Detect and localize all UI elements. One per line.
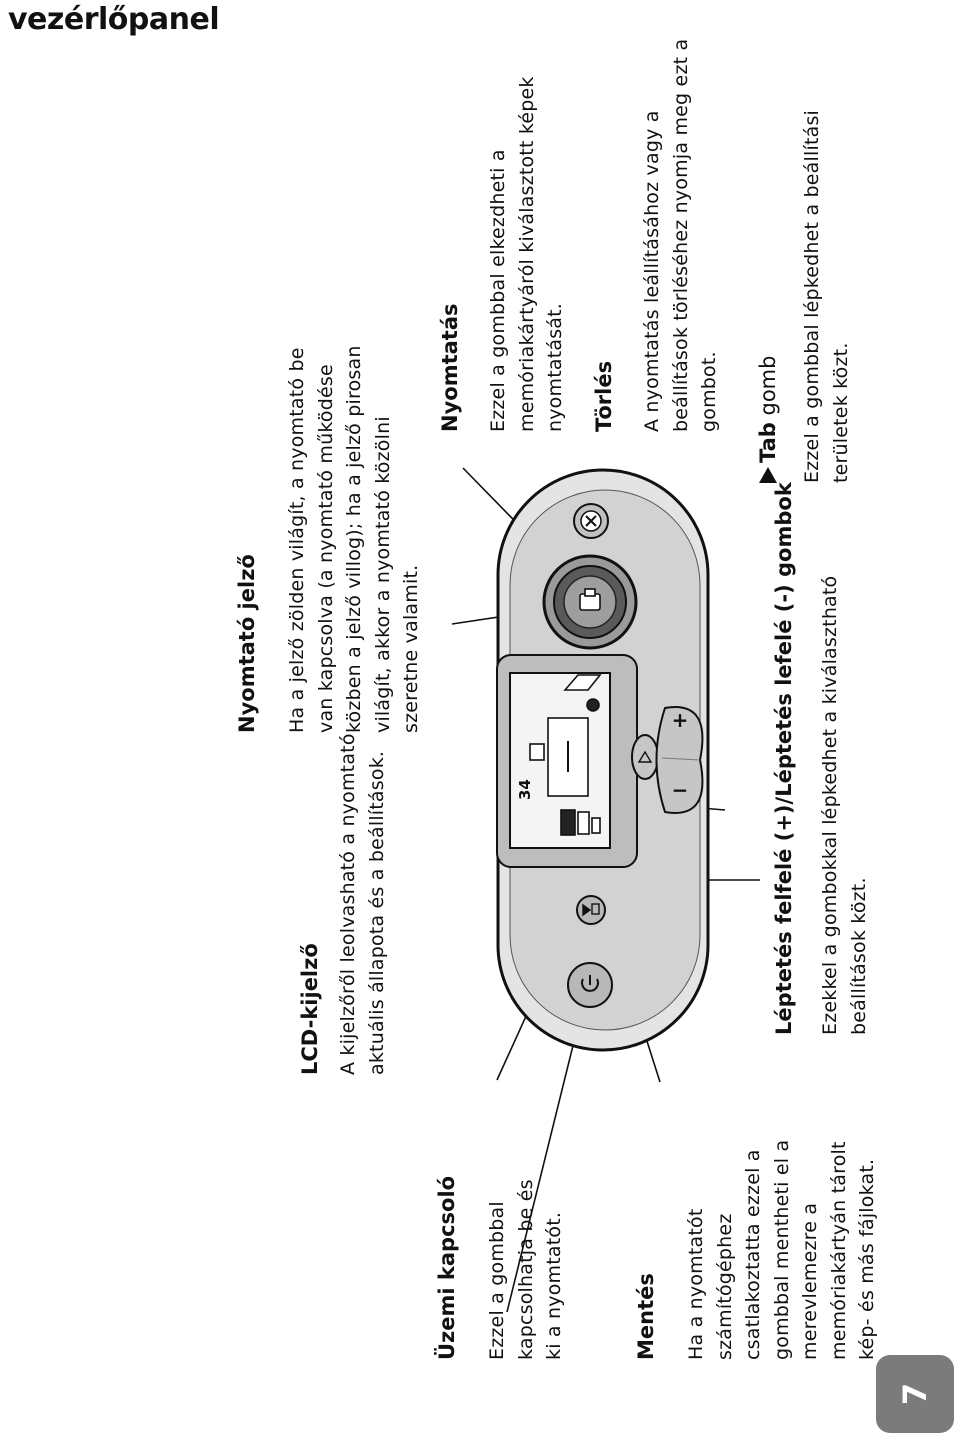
save-icon: [582, 903, 600, 917]
lcd-size-icon-b: [591, 817, 601, 834]
lcd-size-icon-a: [577, 811, 590, 835]
lcd-cancel-icon: [586, 698, 600, 712]
page-number: 7: [895, 1382, 934, 1406]
print-icon: [579, 588, 601, 611]
tab-icon: [637, 750, 653, 763]
page-title: vezérlőpanel: [8, 2, 220, 37]
power-icon: [581, 975, 599, 992]
tab-button[interactable]: [631, 734, 659, 780]
lcd-counter: 34: [516, 779, 534, 800]
lcd-printer-icon: [529, 743, 545, 761]
clear-icon: [585, 515, 597, 527]
scroll-rocker[interactable]: [655, 706, 704, 814]
lcd-paper-icon: [563, 674, 602, 691]
page-number-tab: 7: [876, 1355, 954, 1433]
plus-icon[interactable]: +: [672, 708, 689, 732]
lcd-photo-icon: [560, 809, 576, 836]
lcd-content: [529, 674, 602, 836]
minus-icon[interactable]: −: [672, 778, 689, 802]
